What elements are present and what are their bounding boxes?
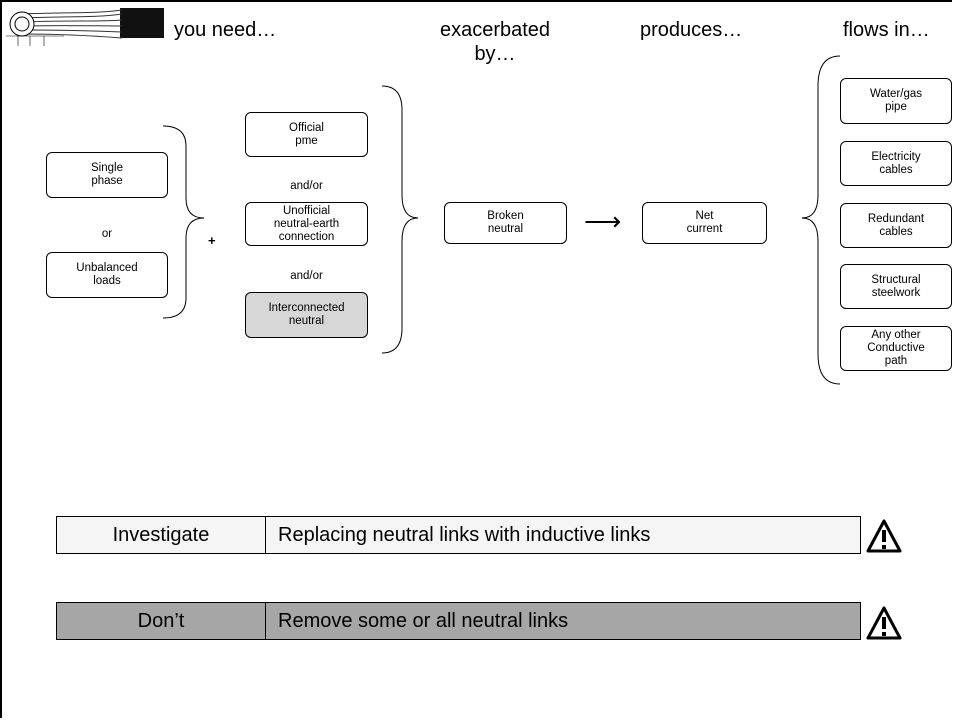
- unbalanced-loads-box: Unbalanced loads: [46, 252, 168, 298]
- dont-text: Remove some or all neutral links: [278, 609, 569, 632]
- flow-box-redundant: Redundant cables: [840, 203, 952, 248]
- broken-neutral-box: Broken neutral: [444, 202, 567, 244]
- and-or-label-1: and/or: [290, 180, 323, 192]
- header-exacerbated-by: exacerbated by…: [439, 19, 551, 65]
- flow-box-other: Any other Conductive path: [840, 326, 952, 371]
- flow-box-electricity: Electricity cables: [840, 141, 952, 186]
- investigate-text: Replacing neutral links with inductive l…: [278, 523, 651, 546]
- net-current-box: Net current: [642, 202, 767, 244]
- brace-middle-group: [381, 85, 419, 354]
- or-label: or: [101, 228, 113, 240]
- official-pme-box: Official pme: [245, 112, 368, 157]
- single-phase-box: Single phase: [46, 152, 168, 198]
- and-or-label-2: and/or: [290, 270, 323, 282]
- flow-box-water-gas: Water/gas pipe: [840, 78, 952, 124]
- header-flows-in: flows in…: [843, 19, 930, 41]
- dont-label: Don’t: [57, 603, 266, 639]
- header-produces: produces…: [640, 19, 743, 41]
- warning-icon: [866, 606, 902, 640]
- investigate-label: Investigate: [57, 517, 266, 553]
- warning-icon: [866, 519, 902, 553]
- brace-flows-in: [801, 55, 841, 385]
- dont-row: Don’t Remove some or all neutral links: [56, 602, 861, 640]
- unofficial-connection-box: Unofficial neutral-earth connection: [245, 202, 368, 246]
- cable-logo: [6, 8, 164, 46]
- header-you-need: you need…: [174, 19, 277, 41]
- brace-left-group: [162, 125, 205, 319]
- investigate-row: Investigate Replacing neutral links with…: [56, 516, 861, 554]
- interconnected-neutral-box: Interconnected neutral: [245, 292, 368, 338]
- arrow-right: ⟶: [584, 206, 622, 236]
- plus-sign: +: [208, 233, 216, 248]
- flow-box-structural: Structural steelwork: [840, 264, 952, 309]
